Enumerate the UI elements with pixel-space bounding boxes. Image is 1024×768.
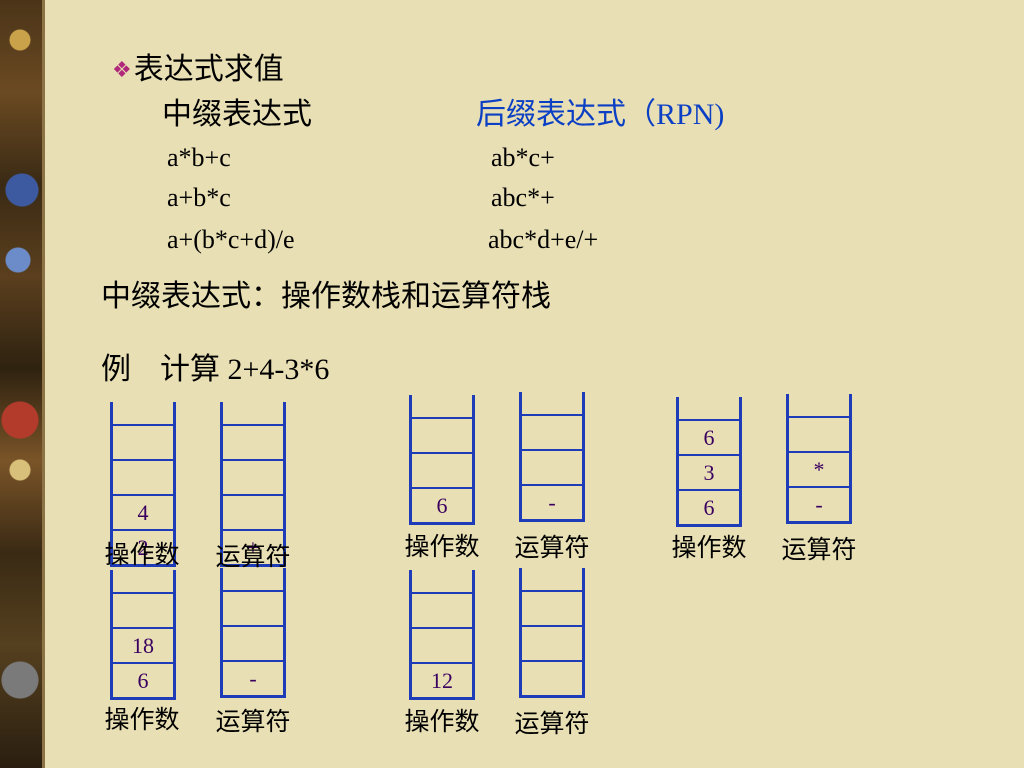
stack-cell: 6 bbox=[113, 662, 173, 697]
operator-label-3: 运算符 bbox=[781, 537, 857, 564]
stack-cell: 18 bbox=[113, 627, 173, 662]
operand-label-5: 操作数 bbox=[404, 709, 480, 736]
decorative-side-strip bbox=[0, 0, 42, 768]
operand-label-4: 操作数 bbox=[104, 707, 180, 734]
stack-cell: 4 bbox=[113, 494, 173, 529]
infix-expression-1: a*b+c bbox=[167, 143, 231, 172]
example-expression: 计算 2+4-3*6 bbox=[160, 353, 330, 386]
operand-label-1: 操作数 bbox=[104, 542, 180, 569]
stack-cell: 3 bbox=[679, 454, 739, 489]
operator-stack-1: + bbox=[220, 402, 286, 567]
stack-cell bbox=[113, 592, 173, 627]
infix-expression-2: a+b*c bbox=[167, 183, 231, 212]
stack-cell bbox=[113, 459, 173, 494]
operand-stack-4: 18 6 bbox=[110, 570, 176, 700]
stack-cell bbox=[223, 590, 283, 625]
stack-cell bbox=[223, 459, 283, 494]
stack-cell bbox=[522, 660, 582, 695]
operand-stack-2: 6 bbox=[409, 395, 475, 525]
stack-cell: 2 bbox=[113, 529, 173, 564]
stack-cell bbox=[223, 494, 283, 529]
stack-cell bbox=[522, 625, 582, 660]
side-strip-edge bbox=[42, 0, 45, 768]
stack-cell: - bbox=[223, 660, 283, 695]
heading: ❖表达式求值 bbox=[112, 55, 284, 85]
example-label: 例 bbox=[101, 353, 131, 386]
stack-cell: + bbox=[223, 529, 283, 564]
operator-label-2: 运算符 bbox=[514, 535, 590, 562]
stack-cell bbox=[789, 416, 849, 451]
operator-stack-4: - bbox=[220, 568, 286, 698]
postfix-expression-3: abc*d+e/+ bbox=[488, 225, 599, 254]
operand-stack-5: 12 bbox=[409, 570, 475, 700]
infix-header: 中缀表达式 bbox=[162, 98, 312, 131]
stack-cell bbox=[412, 627, 472, 662]
postfix-expression-2: abc*+ bbox=[491, 183, 555, 212]
stack-cell bbox=[522, 449, 582, 484]
stack-cell bbox=[223, 625, 283, 660]
operand-label-3: 操作数 bbox=[671, 535, 747, 562]
stack-cell: 6 bbox=[412, 487, 472, 522]
operand-stack-1: 4 2 bbox=[110, 402, 176, 567]
operator-stack-5 bbox=[519, 568, 585, 698]
stack-cell: 12 bbox=[412, 662, 472, 697]
postfix-expression-1: ab*c+ bbox=[491, 143, 555, 172]
operator-label-1: 运算符 bbox=[215, 544, 291, 571]
stack-cell: - bbox=[789, 486, 849, 521]
stack-cell bbox=[412, 592, 472, 627]
infix-expression-3: a+(b*c+d)/e bbox=[167, 225, 295, 254]
stack-cell bbox=[522, 590, 582, 625]
stack-cell bbox=[412, 417, 472, 452]
diamond-bullet-icon: ❖ bbox=[112, 57, 132, 82]
method-text: 中缀表达式：操作数栈和运算符栈 bbox=[101, 280, 551, 313]
operator-stack-3: * - bbox=[786, 394, 852, 524]
stack-cell: 6 bbox=[679, 419, 739, 454]
operator-stack-2: - bbox=[519, 392, 585, 522]
stack-cell bbox=[522, 414, 582, 449]
operand-stack-3: 6 3 6 bbox=[676, 397, 742, 527]
postfix-header: 后缀表达式（RPN) bbox=[476, 98, 725, 131]
stack-cell: * bbox=[789, 451, 849, 486]
operand-label-2: 操作数 bbox=[404, 534, 480, 561]
heading-text: 表达式求值 bbox=[133, 53, 284, 86]
operator-label-4: 运算符 bbox=[215, 709, 291, 736]
operator-label-5: 运算符 bbox=[514, 711, 590, 738]
stack-cell bbox=[412, 452, 472, 487]
stack-cell bbox=[113, 424, 173, 459]
stack-cell bbox=[223, 424, 283, 459]
stack-cell: 6 bbox=[679, 489, 739, 524]
stack-cell: - bbox=[522, 484, 582, 519]
